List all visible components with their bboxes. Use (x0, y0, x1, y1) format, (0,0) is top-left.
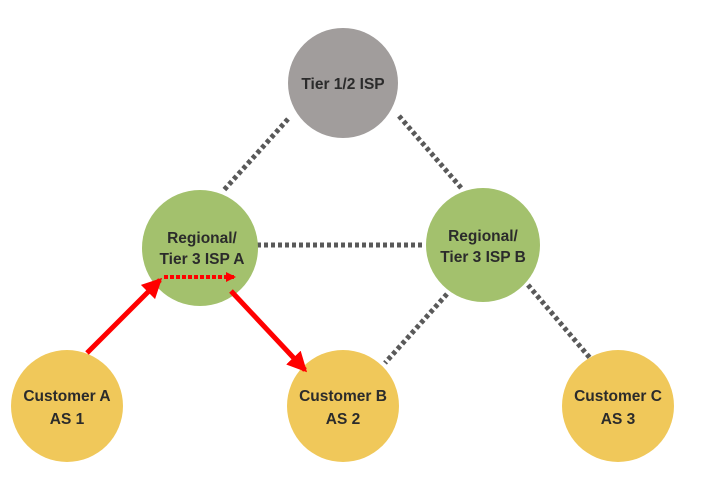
customer-b-circle (287, 350, 399, 462)
link-isp-b-customer-c (526, 283, 592, 360)
node-customer-c: Customer C AS 3 (562, 350, 674, 462)
customer-c-label-line1: Customer C (574, 388, 662, 405)
isp-b-label-line1: Regional/ (448, 228, 518, 245)
tier12-label: Tier 1/2 ISP (301, 76, 384, 93)
node-isp-b: Regional/ Tier 3 ISP B (426, 188, 540, 302)
node-customer-b: Customer B AS 2 (287, 350, 399, 462)
customer-b-label-line2: AS 2 (326, 411, 360, 428)
link-isp-b-customer-b (383, 292, 449, 365)
isp-b-label-line2: Tier 3 ISP B (440, 249, 526, 266)
tier12-circle (288, 28, 398, 138)
isp-a-circle (142, 190, 258, 306)
customer-c-circle (562, 350, 674, 462)
link-tier12-isp-b (397, 114, 465, 192)
route-arrow-customer-a-to-isp-a (85, 277, 163, 355)
link-tier12-isp-a (222, 117, 290, 192)
customer-b-label-line1: Customer B (299, 388, 387, 405)
route-arrow-isp-a-to-customer-b (229, 289, 308, 373)
node-customer-a: Customer A AS 1 (11, 350, 123, 462)
customer-a-label-line2: AS 1 (50, 411, 85, 428)
isp-a-label-line1: Regional/ (167, 230, 237, 247)
node-isp-a: Regional/ Tier 3 ISP A (142, 190, 258, 306)
customer-c-label-line2: AS 3 (601, 411, 636, 428)
customer-a-label-line1: Customer A (23, 388, 110, 405)
isp-b-circle (426, 188, 540, 302)
isp-a-label-line2: Tier 3 ISP A (159, 251, 244, 268)
customer-a-circle (11, 350, 123, 462)
node-tier12: Tier 1/2 ISP (288, 28, 398, 138)
